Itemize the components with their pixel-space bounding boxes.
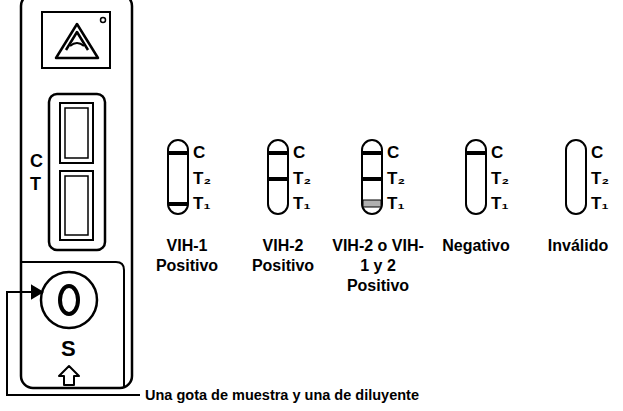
band-label: C xyxy=(491,142,503,164)
result-caption: VIH-2 Positivo xyxy=(237,236,329,276)
band-label: T₁ xyxy=(293,193,310,215)
result-caption: VIH-1 Positivo xyxy=(141,236,233,276)
band-label: T₂ xyxy=(387,168,405,190)
result-strip xyxy=(268,140,288,214)
logo-symbol xyxy=(56,24,98,58)
test-cassette-drawing xyxy=(21,0,132,388)
band-label: C xyxy=(591,142,603,164)
control-window xyxy=(60,103,93,163)
result-caption: VIH-2 o VIH-1 y 2 Positivo xyxy=(332,236,424,296)
band-label: T₁ xyxy=(491,193,508,215)
band-label: C xyxy=(293,142,305,164)
band-label: T₂ xyxy=(193,168,211,190)
band-label: T₁ xyxy=(591,193,608,215)
leader-line xyxy=(7,292,140,395)
sample-well xyxy=(41,272,97,328)
band-label: C xyxy=(193,142,205,164)
control-band xyxy=(169,151,187,155)
test-window xyxy=(60,171,93,240)
control-band xyxy=(467,151,485,155)
sample-letter: S xyxy=(61,338,76,360)
result-strip xyxy=(566,140,586,214)
sample-well-hole xyxy=(60,286,78,314)
band-label: T₂ xyxy=(491,168,509,190)
result-strip xyxy=(362,140,382,214)
strip-letter: T xyxy=(30,175,41,193)
logo-box xyxy=(42,12,110,68)
result-strip xyxy=(466,140,486,214)
t2-band xyxy=(363,177,381,181)
band-label: T₂ xyxy=(591,168,609,190)
strip-letter: C xyxy=(30,152,43,170)
window-frame xyxy=(49,94,105,250)
test-cassette: CT S xyxy=(21,0,132,388)
control-band xyxy=(363,151,381,155)
result-strip xyxy=(168,140,188,214)
band-label: T₁ xyxy=(387,193,404,215)
result-strips xyxy=(168,140,586,214)
leader xyxy=(7,286,140,395)
test-window-inner xyxy=(65,176,88,235)
result-caption: Negativo xyxy=(430,236,522,256)
logo-dot xyxy=(101,18,106,23)
band-label: T₁ xyxy=(193,193,210,215)
control-window-inner xyxy=(65,108,88,158)
cassette-housing xyxy=(21,0,132,388)
sample-area-outline xyxy=(22,262,124,388)
logo-swirl xyxy=(70,43,84,46)
result-caption: Inválido xyxy=(532,236,623,256)
band-label: C xyxy=(387,142,399,164)
instruction-caption: Una gota de muestra y una de diluyente xyxy=(145,386,419,404)
t1-band-faint xyxy=(363,200,381,207)
leader-arrowhead xyxy=(32,286,42,298)
control-band xyxy=(269,151,287,155)
flow-arrow xyxy=(59,366,79,385)
band-label: T₂ xyxy=(293,168,311,190)
t1-band xyxy=(169,202,187,206)
t2-band xyxy=(269,177,287,181)
